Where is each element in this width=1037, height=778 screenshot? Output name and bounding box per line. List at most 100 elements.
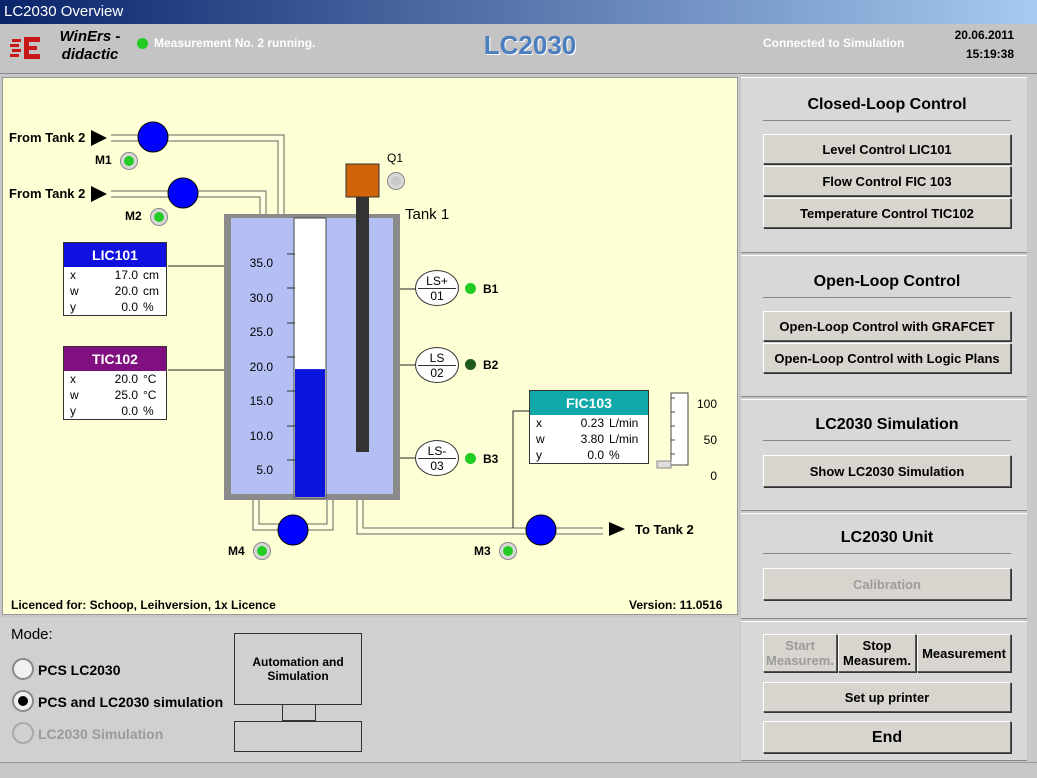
open-loop-section: Open-Loop Control Open-Loop Control with… [741, 255, 1027, 397]
row-key: w [70, 388, 79, 402]
scale-tick: 15.0 [249, 394, 273, 408]
switch-top: LS- [427, 444, 447, 458]
open-loop-title: Open-Loop Control [763, 273, 1011, 298]
logic-plans-button[interactable]: Open-Loop Control with Logic Plans [763, 343, 1011, 373]
mode-label-pcs-sim: PCS and LC2030 simulation [38, 694, 224, 710]
pump-m4-icon[interactable] [277, 514, 309, 546]
level-switch-ls03[interactable]: LS- 03 [415, 440, 459, 476]
status-bar [0, 762, 1037, 778]
app-title: LC2030 [483, 30, 577, 60]
row-value: 20.0 [114, 372, 138, 386]
measurement-button[interactable]: Measurement [917, 634, 1011, 672]
stop-measurement-button[interactable]: Stop Measurem. [838, 634, 916, 672]
row-key: y [70, 404, 76, 418]
level-switch-ls02[interactable]: LS 02 [415, 347, 459, 383]
end-button[interactable]: End [763, 721, 1011, 753]
calibration-button: Calibration [763, 568, 1011, 600]
pump-m1-icon[interactable] [137, 121, 169, 153]
row-key: w [536, 432, 545, 446]
inlet1-label: From Tank 2 [9, 130, 86, 145]
mode-radio-pcs-sim[interactable] [12, 690, 34, 712]
pump-m4-led [253, 542, 271, 560]
ers-logo-icon [8, 34, 46, 62]
pump-m3-led [499, 542, 517, 560]
gauge-tick: 100 [696, 397, 717, 411]
monitor-stand [282, 705, 316, 721]
scale-tick: 25.0 [249, 325, 273, 339]
pump-m1-label: M1 [95, 153, 112, 167]
connection-status: Connected to Simulation [763, 36, 905, 50]
pump-m3-icon[interactable] [525, 514, 557, 546]
lic101-title: LIC101 [64, 243, 166, 267]
inlet2-label: From Tank 2 [9, 186, 86, 201]
temperature-control-button[interactable]: Temperature Control TIC102 [763, 198, 1011, 228]
row-unit: cm [143, 284, 159, 298]
version-text: Version: 11.0516 [629, 598, 723, 612]
mode-label-pcs: PCS LC2030 [38, 662, 121, 678]
brand-line2: didactic [61, 46, 119, 63]
action-section: Start Measurem. Stop Measurem. Measureme… [741, 621, 1027, 761]
scale-tick: 20.0 [249, 359, 273, 374]
row-value: 3.80 [580, 432, 604, 446]
date-label: 20.06.2011 [954, 28, 1014, 42]
show-simulation-button[interactable]: Show LC2030 Simulation [763, 455, 1011, 487]
switch-bottom: 03 [418, 458, 456, 473]
mode-label-sim: LC2030 Simulation [38, 726, 164, 742]
row-value: 0.0 [587, 448, 604, 462]
fic103-title: FIC103 [530, 391, 648, 415]
tic102-title: TIC102 [64, 347, 166, 371]
pump-m1-led [120, 152, 138, 170]
valve-label: Q1 [387, 151, 404, 165]
sensor-b2-led [465, 359, 476, 370]
row-value: 17.0 [114, 268, 138, 282]
switch-top: LS+ [426, 274, 448, 288]
sensor-b1-led [465, 283, 476, 294]
mode-radio-pcs[interactable] [12, 658, 34, 680]
sensor-b3-led [465, 453, 476, 464]
switch-bottom: 01 [418, 288, 456, 303]
row-unit: % [143, 404, 154, 418]
control-panel: Closed-Loop Control Level Control LIC101… [741, 77, 1027, 761]
row-value: 25.0 [114, 388, 138, 402]
brand-line1: WinErs - [59, 28, 121, 45]
mode-title: Mode: [11, 626, 53, 643]
row-key: x [70, 268, 76, 282]
pump-m2-label: M2 [125, 209, 142, 223]
row-unit: °C [143, 388, 157, 402]
monitor-base [234, 721, 362, 752]
window-title: LC2030 Overview [0, 0, 1037, 24]
pump-m4-label: M4 [228, 544, 245, 558]
tic102-row-y: y 0.0% [64, 403, 166, 419]
row-value: 20.0 [114, 284, 138, 298]
mode-radio-sim [12, 722, 34, 744]
start-measurement-button: Start Measurem. [763, 634, 837, 672]
closed-loop-title: Closed-Loop Control [763, 96, 1011, 121]
switch-top: LS [429, 351, 445, 365]
level-scale: 35.0 30.0 25.0 20.0 15.0 10.0 5.0 [243, 246, 273, 488]
row-key: y [70, 300, 76, 314]
pump-m2-icon[interactable] [167, 177, 199, 209]
gauge-tick: 50 [703, 433, 717, 447]
tank-label: Tank 1 [405, 206, 450, 223]
brand-logo: WinErs - didactic [52, 28, 128, 64]
row-unit: % [143, 300, 154, 314]
row-unit: L/min [609, 432, 639, 446]
level-control-button[interactable]: Level Control LIC101 [763, 134, 1011, 164]
setup-printer-button[interactable]: Set up printer [763, 682, 1011, 712]
scale-tick: 5.0 [256, 463, 273, 477]
flow-control-button[interactable]: Flow Control FIC 103 [763, 166, 1011, 196]
grafcet-button[interactable]: Open-Loop Control with GRAFCET [763, 311, 1011, 341]
flow-gauge-scale: 100 50 0 [693, 386, 717, 494]
outlet-label: To Tank 2 [635, 522, 694, 537]
level-switch-ls01[interactable]: LS+ 01 [415, 270, 459, 306]
row-value: 0.0 [121, 404, 138, 418]
sensor-b2-label: B2 [483, 358, 499, 372]
